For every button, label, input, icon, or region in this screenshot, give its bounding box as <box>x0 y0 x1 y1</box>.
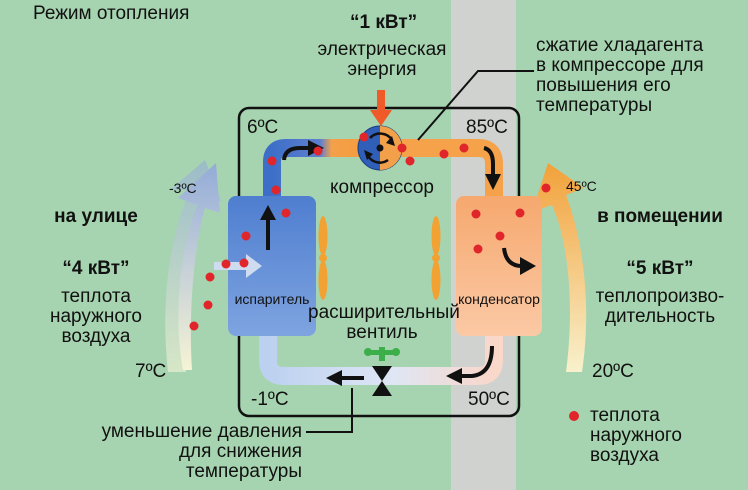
compressor-label: компрессор <box>330 177 434 198</box>
pressure-note: уменьшение давления для снижения темпера… <box>101 421 302 482</box>
flow-arrows <box>266 146 523 380</box>
inside-heading: в помещении <box>597 206 723 227</box>
temp-top-left: 6ºC <box>247 117 279 138</box>
inside-desc: теплопроизво- дительность <box>595 286 725 327</box>
temp-indoor-out: 45ºC <box>566 178 597 194</box>
condenser-fan <box>431 216 441 300</box>
temp-bottom-right: 50ºC <box>468 389 510 410</box>
outdoor-air-arrow <box>178 163 220 370</box>
temp-bottom-left: -1ºC <box>251 389 289 410</box>
compression-note: сжатие хладагента в компрессоре для повы… <box>536 35 704 116</box>
legend-label: теплота наружного воздуха <box>590 405 682 466</box>
evaporator-fan <box>318 216 328 300</box>
condenser-label: конденсатор <box>458 291 540 307</box>
evaporator-label: испаритель <box>234 291 310 307</box>
indoor-air-arrow <box>532 163 587 372</box>
electric-energy-arrow <box>370 90 392 126</box>
electric-energy-label: электрическая энергия <box>317 39 447 80</box>
condenser <box>456 196 542 336</box>
temp-indoor-in: 20ºC <box>592 361 634 382</box>
outside-desc: теплота наружного воздуха <box>50 286 142 347</box>
valve-label: расширительный вентиль <box>308 302 460 343</box>
outside-power-value: “4 кВт” <box>62 258 130 279</box>
legend-heat-dot <box>569 411 579 421</box>
electric-power-value: “1 кВт” <box>350 12 418 33</box>
pressure-leader-line <box>306 388 353 433</box>
temp-top-right: 85ºC <box>466 117 508 138</box>
mode-title: Режим отопления <box>33 3 190 24</box>
temp-outdoor-in: 7ºC <box>135 361 167 382</box>
evaporator <box>228 196 316 336</box>
temp-outdoor-out: -3ºC <box>169 180 197 196</box>
inside-power-value: “5 кВт” <box>626 258 694 279</box>
compression-leader-line <box>417 70 534 141</box>
outside-heading: на улице <box>54 206 138 227</box>
heat-dots <box>189 132 551 331</box>
expansion-valve-icon <box>364 347 400 396</box>
